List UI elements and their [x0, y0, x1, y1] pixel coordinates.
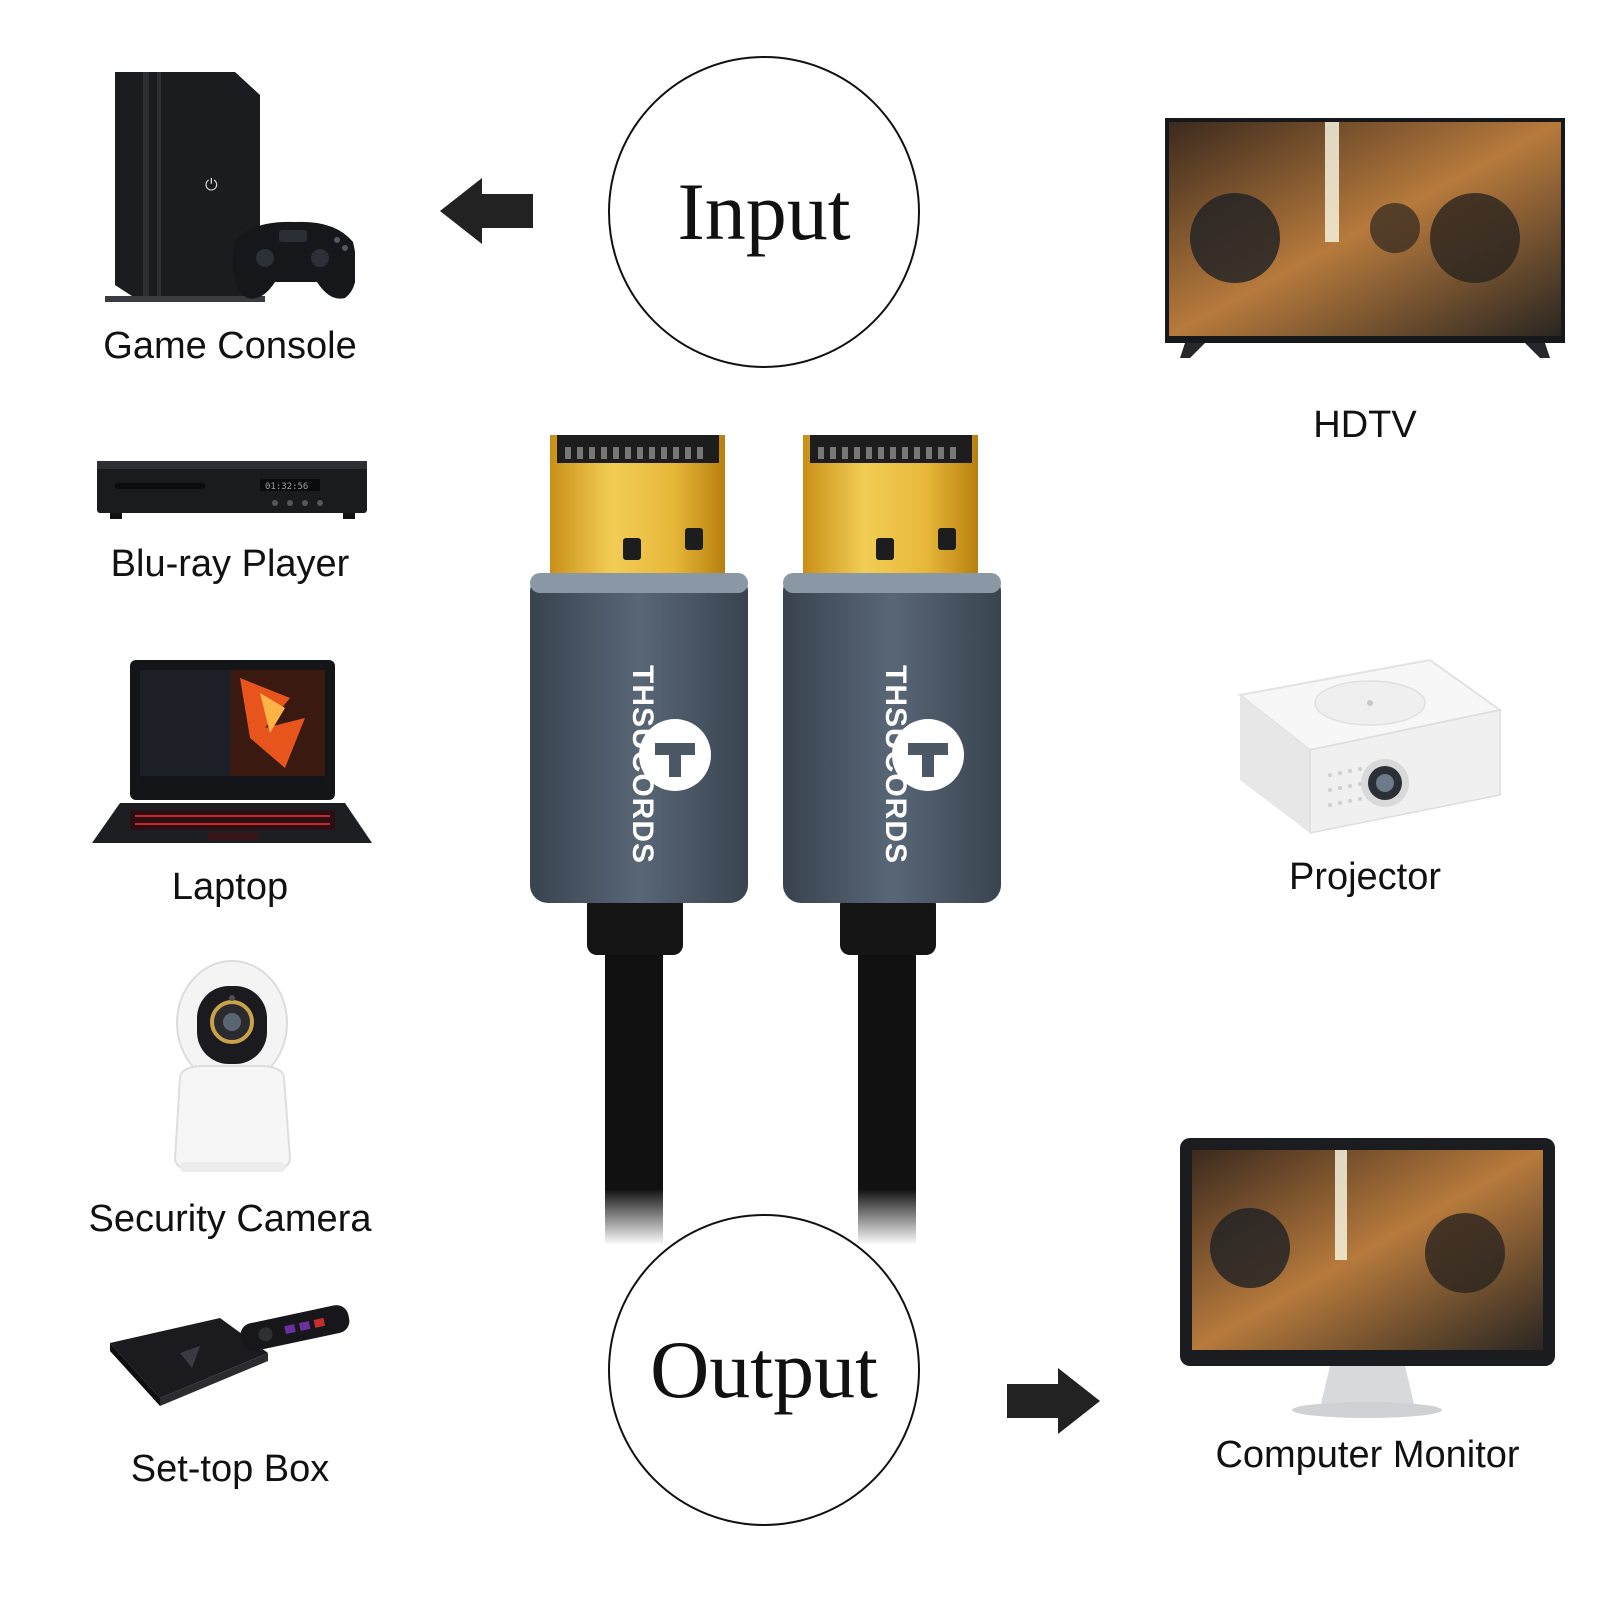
set-top-box-icon — [100, 1298, 365, 1408]
brand-text-right: THSUCORDS — [879, 665, 912, 864]
device-label-security-camera: Security Camera — [88, 1198, 372, 1240]
device-label-laptop: Laptop — [171, 866, 289, 908]
laptop-icon — [90, 658, 375, 853]
device-label-bluray-player: Blu-ray Player — [110, 543, 350, 585]
device-label-hdtv: HDTV — [1313, 404, 1417, 446]
output-circle: Output — [608, 1214, 920, 1526]
hdtv-icon — [1165, 118, 1565, 363]
svg-text:01:32:56: 01:32:56 — [265, 482, 308, 492]
input-arrow-icon — [440, 178, 535, 244]
device-label-computer-monitor: Computer Monitor — [1215, 1434, 1520, 1476]
svg-text:⏻: ⏻ — [205, 175, 218, 194]
bluray-player-icon: 01:32:56 — [95, 455, 370, 525]
projector-icon — [1230, 655, 1510, 855]
security-camera-icon — [160, 958, 305, 1180]
input-circle: Input — [608, 56, 920, 368]
displayport-cable-image: THSUCORDS THSUCORDS — [525, 425, 1015, 1245]
device-label-game-console: Game Console — [103, 325, 357, 367]
computer-monitor-icon — [1180, 1138, 1555, 1423]
brand-text-left: THSUCORDS — [626, 665, 659, 864]
device-label-set-top-box: Set-top Box — [130, 1448, 330, 1490]
device-label-projector: Projector — [1288, 856, 1442, 898]
output-arrow-icon — [1005, 1368, 1100, 1434]
game-console-icon: ⏻ — [105, 70, 357, 310]
